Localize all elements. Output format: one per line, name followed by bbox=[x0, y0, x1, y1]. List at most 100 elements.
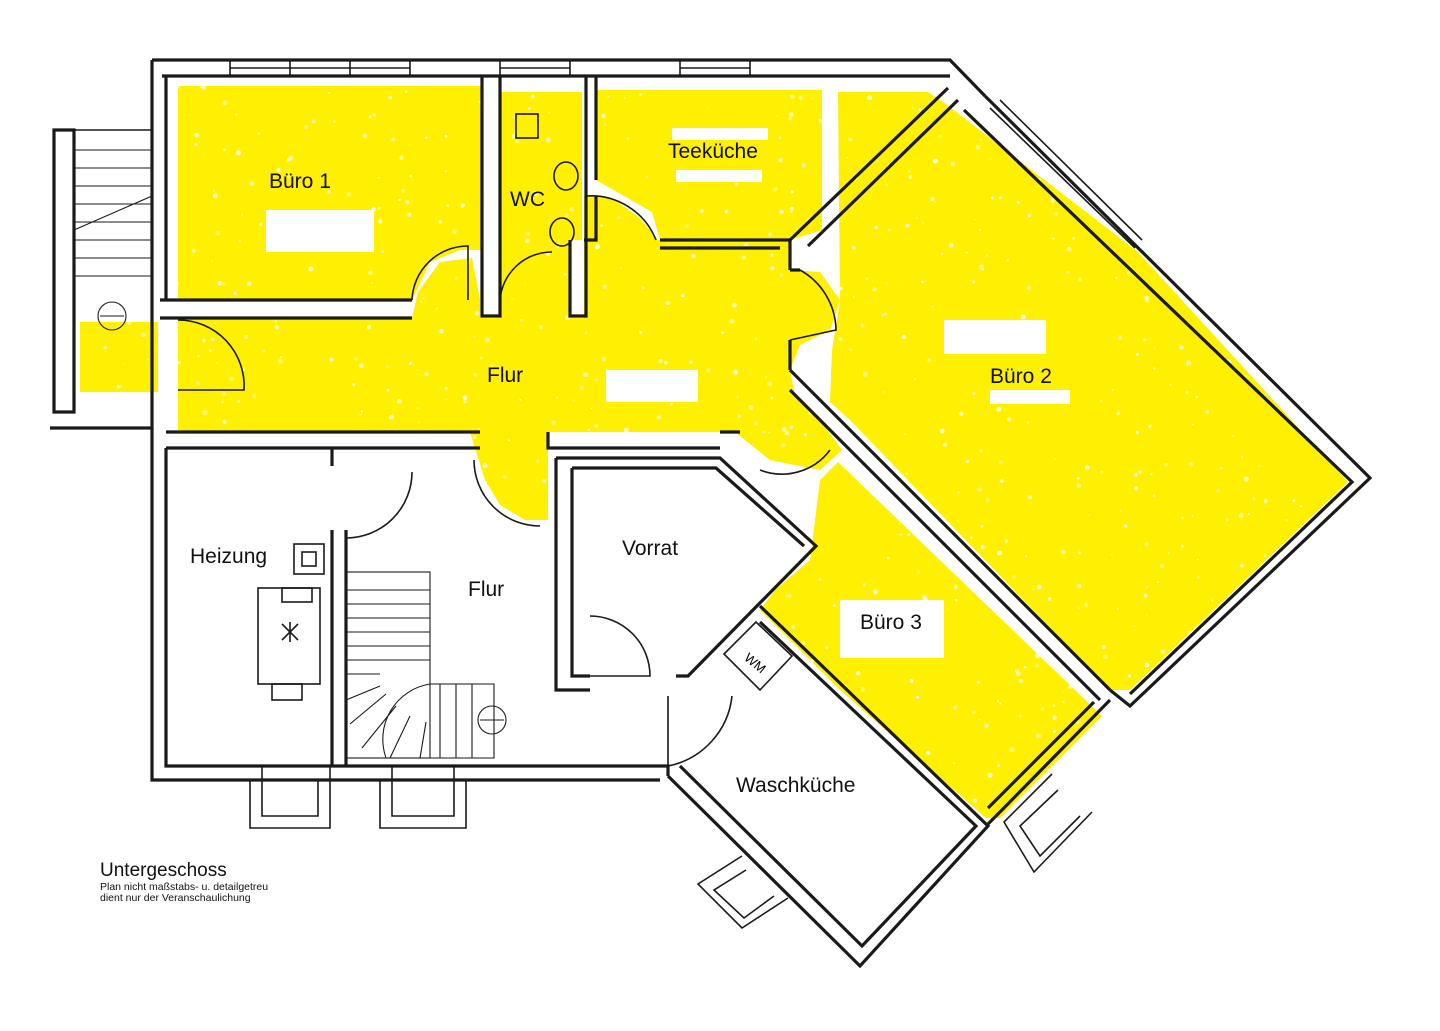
texture-dot bbox=[1284, 518, 1288, 523]
texture-dot bbox=[215, 230, 221, 236]
texture-dot bbox=[215, 362, 218, 365]
texture-dot bbox=[1252, 497, 1256, 501]
texture-dot bbox=[1238, 513, 1244, 519]
room-label-flur-upper: Flur bbox=[487, 364, 523, 387]
texture-dot bbox=[485, 337, 491, 343]
texture-dot bbox=[1110, 553, 1113, 556]
texture-dot bbox=[1009, 746, 1015, 753]
texture-dot bbox=[674, 140, 678, 143]
texture-dot bbox=[388, 95, 393, 100]
texture-dot bbox=[860, 686, 866, 692]
texture-dot bbox=[237, 400, 241, 403]
texture-dot bbox=[352, 383, 356, 387]
texture-dot bbox=[541, 478, 547, 484]
texture-dot bbox=[997, 550, 1003, 556]
texture-dot bbox=[639, 330, 643, 334]
texture-dot bbox=[921, 280, 925, 284]
texture-dot bbox=[969, 536, 973, 539]
texture-dot bbox=[1018, 714, 1022, 718]
texture-dot bbox=[999, 702, 1002, 705]
texture-dot bbox=[623, 427, 629, 433]
texture-dot bbox=[381, 250, 385, 254]
texture-dot bbox=[779, 209, 784, 215]
texture-dot bbox=[1027, 213, 1032, 218]
texture-dot bbox=[405, 90, 408, 93]
texture-dot bbox=[238, 239, 241, 242]
texture-dot bbox=[1263, 499, 1268, 504]
texture-dot bbox=[536, 459, 540, 463]
texture-dot bbox=[691, 253, 696, 259]
texture-dot bbox=[1243, 476, 1249, 482]
texture-dot bbox=[790, 94, 795, 99]
texture-dot bbox=[1240, 455, 1244, 459]
texture-dot bbox=[176, 281, 180, 285]
texture-dot bbox=[1225, 518, 1230, 522]
texture-dot bbox=[619, 266, 622, 270]
boiler-top bbox=[281, 587, 313, 603]
texture-dot bbox=[978, 264, 984, 270]
texture-dot bbox=[420, 300, 423, 304]
texture-dot bbox=[742, 255, 747, 260]
texture-dot bbox=[699, 209, 704, 214]
redaction-box-buero2-2 bbox=[990, 390, 1070, 404]
texture-dot bbox=[950, 161, 956, 167]
texture-dot bbox=[752, 146, 757, 151]
texture-dot bbox=[810, 97, 813, 100]
texture-dot bbox=[512, 298, 515, 301]
plan-caption: Untergeschoss Plan nicht maßstabs- u. de… bbox=[100, 860, 268, 904]
texture-dot bbox=[1117, 335, 1123, 340]
texture-dot bbox=[733, 369, 739, 375]
texture-dot bbox=[1197, 558, 1199, 561]
texture-dot bbox=[1032, 588, 1035, 591]
texture-dot bbox=[975, 145, 981, 150]
room-label-buero3: Büro 3 bbox=[860, 611, 922, 634]
texture-dot bbox=[1187, 630, 1191, 634]
washing-machine-label: WM bbox=[742, 650, 769, 676]
texture-dot bbox=[303, 124, 309, 130]
texture-dot bbox=[1115, 276, 1118, 279]
texture-dot bbox=[1041, 707, 1045, 711]
texture-dot bbox=[780, 442, 786, 448]
texture-dot bbox=[329, 357, 334, 362]
room-label-vorrat: Vorrat bbox=[622, 537, 678, 560]
texture-dot bbox=[665, 301, 670, 306]
texture-dot bbox=[641, 286, 646, 290]
texture-dot bbox=[372, 113, 376, 117]
texture-dot bbox=[770, 253, 774, 257]
left-stair bbox=[73, 149, 153, 331]
texture-dot bbox=[1138, 470, 1142, 474]
texture-dot bbox=[311, 119, 316, 124]
texture-dot bbox=[846, 156, 849, 159]
texture-dot bbox=[600, 224, 603, 227]
texture-dot bbox=[954, 598, 958, 602]
texture-dot bbox=[785, 431, 789, 436]
texture-dot bbox=[445, 170, 448, 173]
texture-dot bbox=[787, 116, 793, 121]
texture-dot bbox=[1099, 399, 1103, 403]
texture-dot bbox=[1133, 625, 1136, 628]
texture-dot bbox=[279, 356, 283, 359]
texture-dot bbox=[1111, 389, 1114, 392]
texture-dot bbox=[424, 371, 429, 377]
texture-dot bbox=[594, 378, 599, 382]
texture-dot bbox=[930, 197, 935, 202]
texture-dot bbox=[787, 593, 792, 599]
texture-dot bbox=[645, 175, 649, 179]
texture-dot bbox=[1144, 662, 1150, 668]
texture-dot bbox=[1078, 277, 1082, 282]
texture-dot bbox=[391, 137, 396, 142]
texture-dot bbox=[733, 182, 739, 187]
texture-dot bbox=[564, 212, 569, 218]
texture-dot bbox=[1133, 472, 1138, 477]
texture-dot bbox=[409, 174, 412, 177]
texture-dot bbox=[222, 148, 226, 152]
texture-dot bbox=[956, 519, 959, 523]
texture-dot bbox=[409, 361, 413, 366]
texture-dot bbox=[1192, 423, 1194, 426]
texture-dot bbox=[235, 113, 238, 116]
texture-dot bbox=[601, 357, 607, 362]
texture-dot bbox=[551, 420, 556, 425]
texture-dot bbox=[989, 158, 992, 160]
texture-dot bbox=[222, 282, 226, 286]
texture-dot bbox=[259, 222, 263, 227]
